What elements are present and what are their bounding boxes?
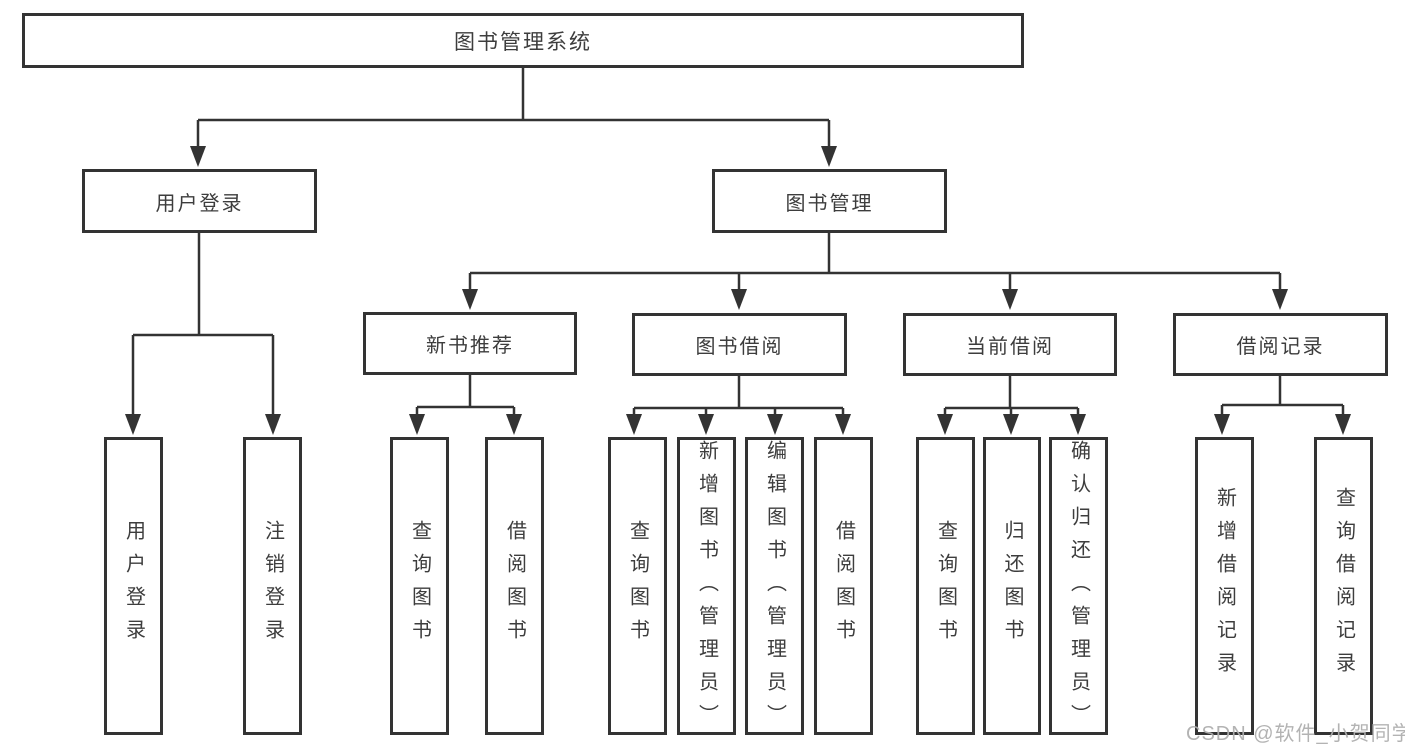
- connector-new-book-to-leaves: [415, 375, 516, 416]
- node-leaf-user-login-label: 用户登录: [122, 520, 145, 652]
- node-leaf-bb-borrow-books-label: 借阅图书: [832, 520, 855, 652]
- node-leaf-nb-query-books: 查询图书: [390, 437, 449, 735]
- node-leaf-br-add-record: 新增借阅记录: [1195, 437, 1254, 735]
- arrowhead: [409, 414, 425, 435]
- node-leaf-cb-confirm-return-admin: 确认归还（管理员）: [1049, 437, 1108, 735]
- node-leaf-nb-query-books-label: 查询图书: [408, 520, 431, 652]
- node-leaf-cb-query-books-label: 查询图书: [934, 520, 957, 652]
- node-leaf-cb-return-books-label: 归还图书: [1001, 520, 1023, 652]
- node-new-book-recommend: 新书推荐: [363, 312, 577, 375]
- node-leaf-bb-edit-books-admin-label: 编辑图书（管理员）: [763, 440, 786, 735]
- arrowhead: [767, 414, 783, 435]
- node-new-book-recommend-label: 新书推荐: [426, 335, 514, 357]
- node-borrow-records: 借阅记录: [1173, 313, 1388, 376]
- arrowhead: [1214, 414, 1230, 435]
- node-leaf-bb-edit-books-admin: 编辑图书（管理员）: [745, 437, 804, 735]
- csdn-watermark: CSDN @软件_小贺同学: [1186, 723, 1405, 745]
- node-leaf-bb-add-books-admin-label: 新增图书（管理员）: [695, 440, 718, 735]
- arrowheads: [125, 146, 1351, 435]
- node-leaf-br-add-record-label: 新增借阅记录: [1213, 487, 1236, 685]
- arrowhead: [821, 146, 837, 167]
- node-leaf-cb-return-books: 归还图书: [983, 437, 1041, 735]
- arrowhead: [506, 414, 522, 435]
- connector-current-borrow-to-leaves: [943, 376, 1080, 416]
- node-leaf-cb-query-books: 查询图书: [916, 437, 975, 735]
- node-leaf-nb-borrow-books-label: 借阅图书: [503, 520, 526, 652]
- node-root: 图书管理系统: [22, 13, 1024, 68]
- connector-user-login-to-leaves: [131, 233, 275, 416]
- arrowhead: [1002, 289, 1018, 310]
- arrowhead: [1003, 414, 1019, 435]
- connector-borrow-records-to-leaves: [1220, 376, 1345, 416]
- node-leaf-bb-query-books-label: 查询图书: [626, 520, 649, 652]
- node-leaf-logout-label: 注销登录: [261, 520, 284, 652]
- arrowhead: [1272, 289, 1288, 310]
- node-current-borrow-label: 当前借阅: [966, 336, 1054, 358]
- arrowhead: [125, 414, 141, 435]
- node-leaf-user-login: 用户登录: [104, 437, 163, 735]
- arrowhead: [626, 414, 642, 435]
- node-current-borrow: 当前借阅: [903, 313, 1117, 376]
- node-leaf-br-query-record-label: 查询借阅记录: [1332, 487, 1355, 685]
- arrowhead: [731, 289, 747, 310]
- arrowhead: [462, 289, 478, 310]
- arrowhead: [937, 414, 953, 435]
- node-book-management: 图书管理: [712, 169, 947, 233]
- arrowhead: [1335, 414, 1351, 435]
- node-leaf-logout: 注销登录: [243, 437, 302, 735]
- node-leaf-nb-borrow-books: 借阅图书: [485, 437, 544, 735]
- arrowhead: [698, 414, 714, 435]
- node-leaf-bb-query-books: 查询图书: [608, 437, 667, 735]
- node-leaf-br-query-record: 查询借阅记录: [1314, 437, 1373, 735]
- node-borrow-records-label: 借阅记录: [1236, 336, 1325, 358]
- connector-root-to-level1: [196, 68, 831, 148]
- connector-book-borrow-to-leaves: [632, 376, 845, 416]
- node-book-borrow: 图书借阅: [632, 313, 847, 376]
- arrowhead: [1070, 414, 1086, 435]
- node-leaf-cb-confirm-return-admin-label: 确认归还（管理员）: [1067, 440, 1090, 735]
- arrowhead: [835, 414, 851, 435]
- node-leaf-bb-borrow-books: 借阅图书: [814, 437, 873, 735]
- connector-book-management-to-level2: [468, 233, 1282, 291]
- node-leaf-bb-add-books-admin: 新增图书（管理员）: [677, 437, 736, 735]
- node-user-login-label: 用户登录: [155, 192, 244, 215]
- node-book-management-label: 图书管理: [785, 192, 874, 215]
- arrowhead: [265, 414, 281, 435]
- node-root-label: 图书管理系统: [454, 30, 592, 54]
- node-user-login: 用户登录: [82, 169, 317, 233]
- node-book-borrow-label: 图书借阅: [695, 336, 784, 358]
- arrowhead: [190, 146, 206, 167]
